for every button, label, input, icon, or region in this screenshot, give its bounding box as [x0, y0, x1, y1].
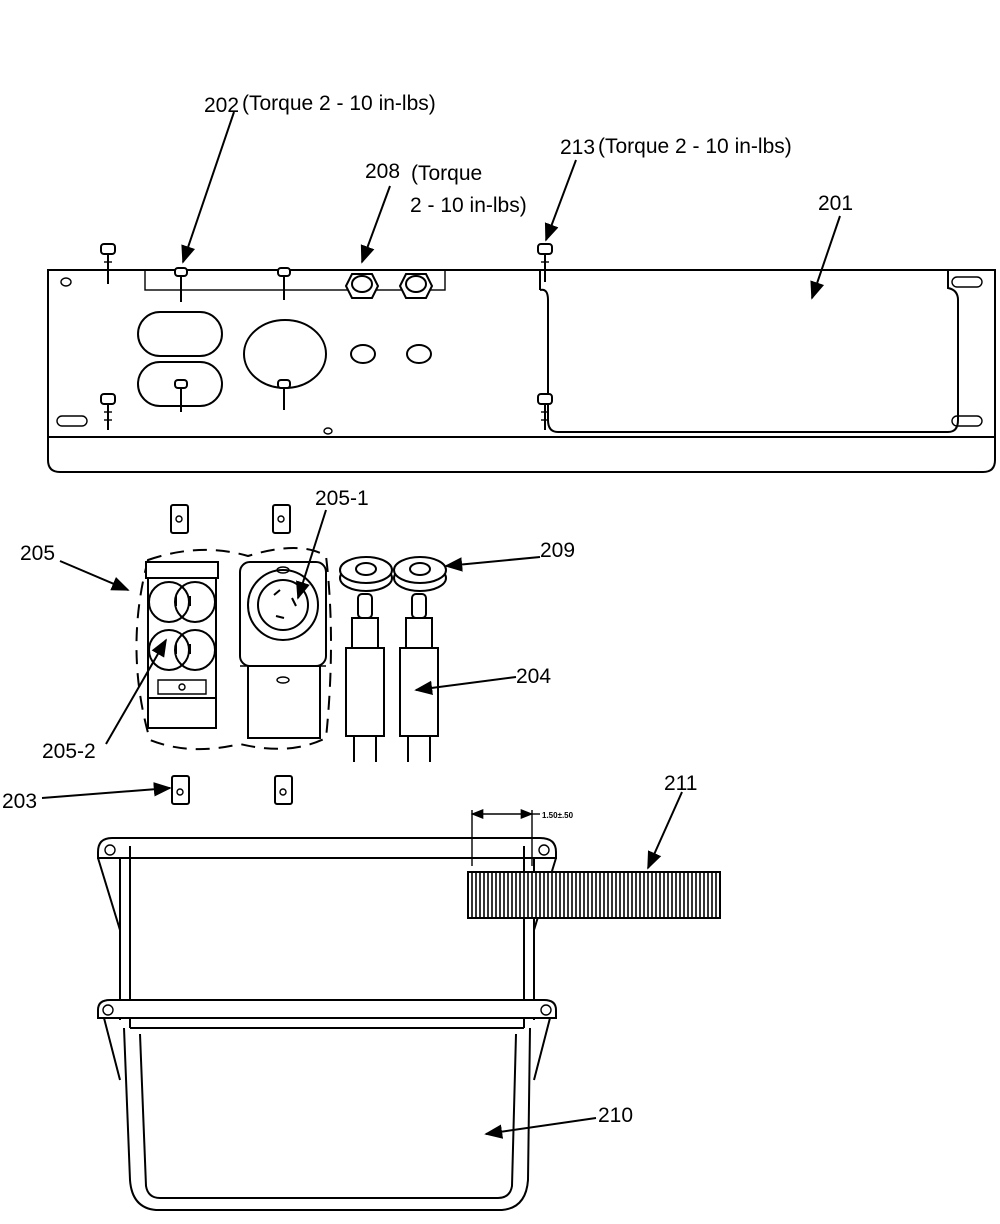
outlet-assembly-205-outline	[135, 547, 332, 751]
screw-213-top-left	[100, 243, 116, 284]
breaker-204-right	[399, 593, 439, 762]
nut-208-right	[398, 273, 434, 299]
clip-203-bottom-left	[171, 775, 190, 805]
screw-213-bottom-right	[537, 393, 553, 430]
nut-208-left	[344, 273, 380, 299]
screw-213-bottom-left	[100, 393, 116, 430]
label-213-torque: (Torque 2 - 10 in-lbs)	[598, 135, 792, 158]
enclosure-box-210	[97, 837, 557, 1211]
clip-top-right	[272, 504, 291, 534]
flexible-conduit-211	[467, 808, 721, 919]
label-202-torque: (Torque 2 - 10 in-lbs)	[242, 92, 436, 115]
label-208: 208	[365, 160, 400, 183]
label-209: 209	[540, 539, 575, 562]
leader-lines	[41, 111, 841, 1139]
label-203: 203	[2, 790, 37, 813]
screw-213-top-right	[537, 243, 553, 282]
label-205: 205	[20, 542, 55, 565]
label-211: 211	[664, 772, 697, 795]
label-213: 213	[560, 136, 595, 159]
label-201: 201	[818, 192, 853, 215]
label-204: 204	[516, 665, 551, 688]
clip-bottom-right	[274, 775, 293, 805]
duplex-receptacle-205-2	[145, 561, 219, 729]
washer-209-left	[339, 556, 393, 592]
panel-201	[47, 269, 996, 473]
label-208-torque-line1: (Torque	[411, 162, 482, 185]
dimension-211: 1.50±.50	[542, 811, 574, 820]
label-205-1: 205-1	[315, 487, 369, 510]
clip-top-left	[170, 504, 189, 534]
washer-209-right	[393, 556, 447, 592]
label-202: 202	[204, 94, 239, 117]
locking-receptacle-205-1	[239, 561, 327, 739]
label-208-torque-line2: 2 - 10 in-lbs)	[410, 194, 527, 217]
label-205-2: 205-2	[42, 740, 96, 763]
breaker-204-left	[345, 593, 385, 762]
screw-202-group	[174, 267, 291, 412]
label-210: 210	[598, 1104, 633, 1127]
